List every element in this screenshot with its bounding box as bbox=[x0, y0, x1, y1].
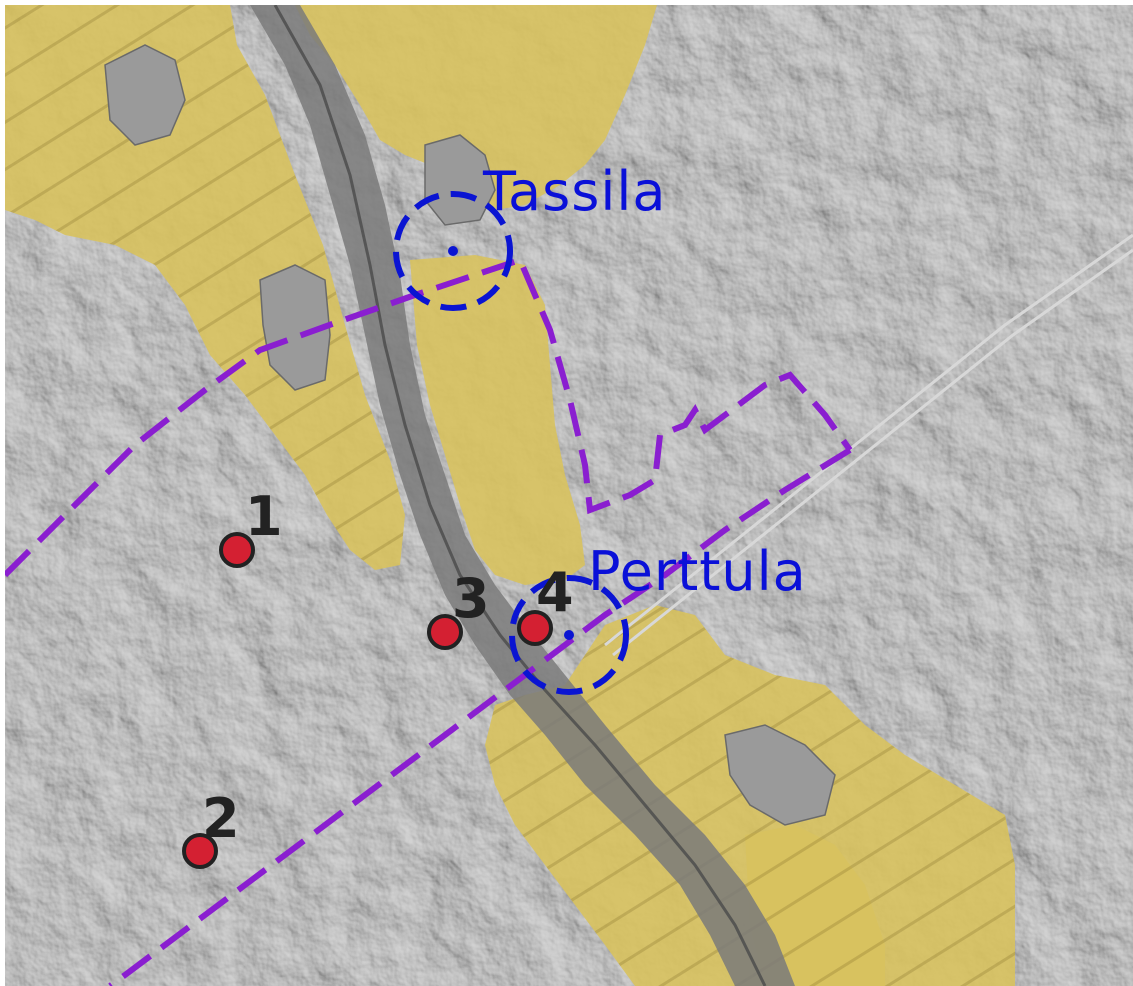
site-number-2: 2 bbox=[202, 787, 240, 850]
place-label-perttula: Perttula bbox=[588, 540, 807, 603]
site-marker-2[interactable]: 2 bbox=[182, 787, 240, 869]
railway-line bbox=[604, 233, 1133, 657]
river-valley bbox=[250, 5, 795, 986]
site-marker-4[interactable]: 4 bbox=[517, 561, 574, 646]
place-marker-tassila[interactable] bbox=[393, 191, 513, 311]
field-area-north bbox=[295, 5, 657, 210]
site-number-3: 3 bbox=[452, 567, 490, 630]
terrain-pockets bbox=[104, 44, 836, 826]
site-marker-1[interactable]: 1 bbox=[219, 485, 283, 568]
boundary-line-main bbox=[5, 256, 853, 578]
place-marker-dot bbox=[448, 246, 458, 256]
boundary-line-diagonal bbox=[108, 447, 852, 986]
site-number-1: 1 bbox=[245, 485, 283, 548]
site-number-4: 4 bbox=[536, 561, 574, 624]
place-label-tassila: Tassila bbox=[482, 160, 667, 223]
place-marker-dot bbox=[564, 630, 574, 640]
field-area-center bbox=[410, 255, 585, 585]
site-marker-3[interactable]: 3 bbox=[427, 567, 490, 650]
place-marker-perttula[interactable] bbox=[509, 575, 629, 695]
boundary-lines bbox=[5, 256, 853, 986]
map-canvas[interactable]: Tassila Perttula 1 2 3 4 bbox=[5, 5, 1133, 986]
